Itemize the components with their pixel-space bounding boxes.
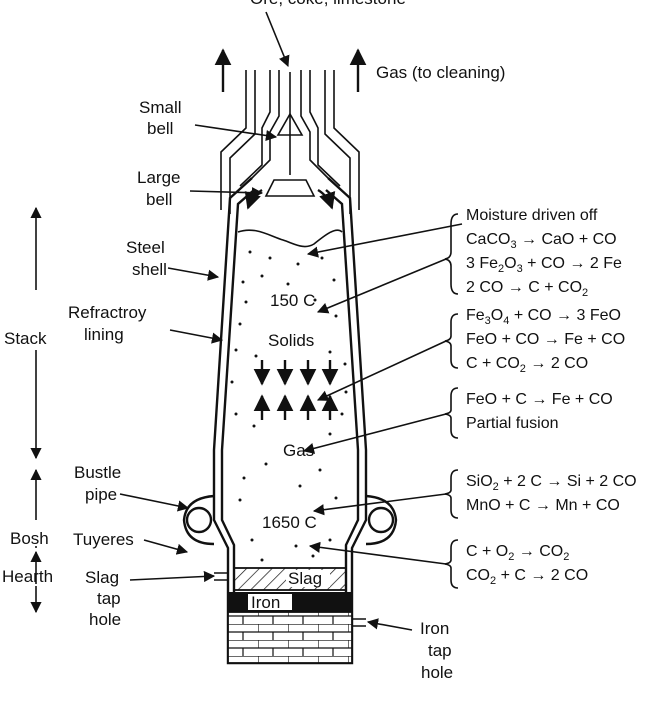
steel-shell-label-1: Steel bbox=[126, 238, 165, 257]
small-bell bbox=[276, 72, 304, 175]
brace-group-5 bbox=[444, 539, 459, 589]
charge-flow-left bbox=[244, 188, 263, 210]
tuyeres-arrow bbox=[143, 539, 189, 555]
brace-group-3 bbox=[444, 387, 459, 439]
small-bell-label-2: bell bbox=[147, 119, 173, 138]
iron-tap-label-2: tap bbox=[428, 641, 452, 660]
reaction-partial-fusion: Partial fusion bbox=[466, 415, 559, 432]
stack-label: Stack bbox=[4, 329, 47, 348]
arrow-group-2 bbox=[316, 340, 447, 401]
slag-tap-label-2: tap bbox=[97, 589, 121, 608]
reactions-group-1: Moisture driven off CaCO3 → CaO + CO 3 F… bbox=[466, 207, 622, 299]
iron-tap-label-1: Iron bbox=[420, 619, 449, 638]
tuyeres-label: Tuyeres bbox=[73, 530, 134, 549]
refractory-label-1: Refractroy bbox=[68, 303, 147, 322]
slag-label-bg bbox=[286, 570, 330, 587]
charge-flow-right bbox=[317, 188, 336, 210]
hearth-label: Hearth bbox=[2, 567, 53, 586]
hearth-bricks bbox=[227, 611, 353, 664]
bosh-label: Bosh bbox=[10, 529, 49, 548]
burden-particles bbox=[230, 250, 348, 562]
iron-tap-arrow bbox=[366, 618, 413, 631]
temp-bottom-label: 1650 C bbox=[262, 513, 317, 532]
reactions-group-2: Fe3O4 + CO → 3 FeO FeO + CO → Fe + CO C … bbox=[466, 307, 625, 375]
large-bell bbox=[264, 179, 316, 197]
solids-down-arrows bbox=[253, 360, 339, 386]
reaction-direct-reduction: FeO + C → Fe + CO bbox=[466, 391, 613, 408]
reaction-hematite: 3 Fe2O3 + CO → 2 Fe bbox=[466, 255, 622, 275]
reactions-group-5: C + O2 → CO2 CO2 + C → 2 CO bbox=[466, 543, 588, 587]
bustle-pipe bbox=[182, 494, 398, 546]
temp-top-label: 150 C bbox=[270, 291, 315, 310]
reaction-boudouard-reverse: 2 CO → C + CO2 bbox=[466, 279, 588, 299]
top-charge-label: Ore, coke, limestone bbox=[250, 0, 406, 8]
burden-surface bbox=[237, 229, 343, 248]
reaction-wustite-co: FeO + CO → Fe + CO bbox=[466, 331, 625, 348]
reactions-group-4: SiO2 + 2 C → Si + 2 CO MnO + C → Mn + CO bbox=[466, 473, 637, 514]
bustle-pipe-label-2: pipe bbox=[85, 485, 117, 504]
reaction-manganese: MnO + C → Mn + CO bbox=[466, 497, 620, 514]
slag-tap-arrow bbox=[129, 570, 216, 583]
gas-label: Gas bbox=[283, 441, 314, 460]
iron-label: Iron bbox=[251, 593, 280, 612]
brace-group-4 bbox=[444, 469, 459, 519]
bustle-pipe-label-1: Bustle bbox=[74, 463, 121, 482]
charge-arrow bbox=[265, 11, 290, 68]
reactions-group-3: FeO + C → Fe + CO Partial fusion bbox=[466, 391, 613, 432]
iron-label-bg bbox=[248, 594, 292, 610]
slag-label: Slag bbox=[288, 569, 322, 588]
slag-tap-hole bbox=[214, 572, 228, 581]
arrow-group-4 bbox=[312, 493, 447, 516]
small-bell-label-1: Small bbox=[139, 98, 182, 117]
solids-label: Solids bbox=[268, 331, 314, 350]
reaction-calcination: CaCO3 → CaO + CO bbox=[466, 231, 617, 251]
arrow-group-5 bbox=[308, 541, 447, 565]
bustle-pipe-arrow bbox=[119, 493, 190, 512]
gas-out-label: Gas (to cleaning) bbox=[376, 63, 505, 82]
slag-tap-label-3: hole bbox=[89, 610, 121, 629]
iron-tap-hole bbox=[352, 618, 366, 627]
brace-group-2 bbox=[444, 313, 459, 369]
steel-shell-label-2: shell bbox=[132, 260, 167, 279]
reaction-moisture: Moisture driven off bbox=[466, 207, 598, 224]
reaction-magnetite: Fe3O4 + CO → 3 FeO bbox=[466, 307, 621, 327]
arrow-group-1 bbox=[316, 258, 447, 314]
reaction-boudouard: C + CO2 → 2 CO bbox=[466, 355, 588, 375]
arrow-group-3 bbox=[302, 413, 447, 454]
refractory-arrow bbox=[169, 329, 224, 344]
arrow-moisture bbox=[306, 223, 463, 258]
iron-tap-label-3: hole bbox=[421, 663, 453, 682]
large-bell-label-1: Large bbox=[137, 168, 180, 187]
large-bell-label-2: bell bbox=[146, 190, 172, 209]
slag-tap-label-1: Slag bbox=[85, 568, 119, 587]
reaction-silica: SiO2 + 2 C → Si + 2 CO bbox=[466, 473, 637, 493]
reaction-combustion: C + O2 → CO2 bbox=[466, 543, 569, 563]
refractory-label-2: lining bbox=[84, 325, 124, 344]
steel-shell-arrow bbox=[167, 267, 220, 281]
gas-up-arrows bbox=[253, 394, 339, 420]
small-bell-arrow bbox=[194, 124, 278, 142]
gas-offtake-pipes bbox=[220, 70, 360, 214]
reaction-co-formation: CO2 + C → 2 CO bbox=[466, 567, 588, 587]
